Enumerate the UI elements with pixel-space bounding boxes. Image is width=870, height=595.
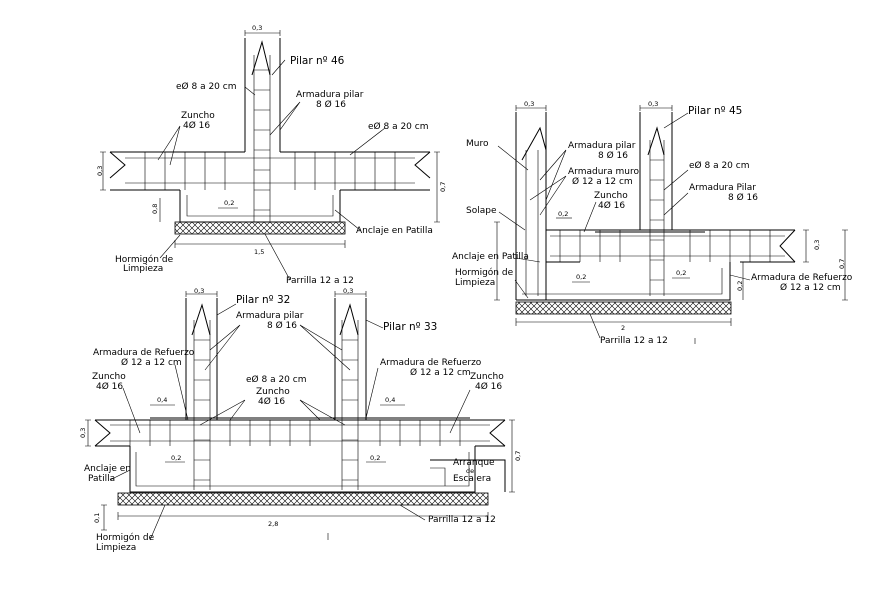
d2-width: 2 — [621, 324, 625, 332]
d2-dim-small: 0,2 — [558, 210, 568, 218]
d1-width: 1,5 — [254, 248, 264, 256]
d2-dim-mid: 0,2 — [576, 273, 586, 281]
d3-stirrup: eØ 8 a 20 cm — [246, 374, 306, 385]
d2-zuncho-title: Zuncho — [594, 191, 628, 201]
d3-anchor-title: Anclaje en — [84, 464, 131, 474]
d1-dim-lower: 0,2 — [224, 199, 234, 207]
d2-solape: Solape — [466, 206, 497, 216]
d3-dim-a: 0,4 — [157, 396, 167, 404]
d1-stirrup-pillar: eØ 8 a 20 cm — [176, 81, 236, 92]
d3-pillar-rebar-title: Armadura pilar — [236, 311, 304, 321]
d1-pillar-label: Pilar nº 46 — [290, 55, 345, 67]
d2-wall-rebar-title: Armadura muro — [568, 167, 639, 177]
detail-3-labels: 0,3 0,3 Pilar nº 32 Armadura pilar 8 Ø 1… — [79, 287, 522, 553]
d3-stair-title: Arranque — [453, 458, 495, 468]
d3-zuncho-left-title: Zuncho — [92, 372, 126, 382]
d3-reinf-right-title: Armadura de Refuerzo — [380, 358, 482, 368]
d3-width: 2,8 — [268, 520, 278, 528]
d3-dim-b: 0,4 — [385, 396, 395, 404]
d3-dim-top-b: 0,3 — [343, 287, 353, 295]
detail-1-pillar-46 — [100, 30, 440, 281]
d1-zuncho-rebar: 4Ø 16 — [183, 120, 210, 131]
d1-dim-footing: 0,8 — [151, 204, 159, 214]
detail-2-pillar-45 — [494, 105, 848, 344]
d2-pillar-rebar2-title: Armadura Pilar — [689, 183, 756, 193]
d3-pillar-rebar: 8 Ø 16 — [267, 320, 297, 331]
d2-dim-top-a: 0,3 — [524, 100, 534, 108]
d1-stirrup-beam: eØ 8 a 20 cm — [368, 121, 428, 132]
detail-3-pillars-32-33 — [85, 291, 515, 541]
d3-stair-mid: de — [466, 467, 474, 475]
d2-reinf-title: Armadura de Refuerzo — [751, 273, 853, 283]
d3-zuncho-right: 4Ø 16 — [475, 381, 502, 392]
d3-dim-right: 0,7 — [514, 451, 522, 461]
d3-reinf-right: Ø 12 a 12 cm — [410, 367, 471, 378]
d3-zuncho-mid: 4Ø 16 — [258, 396, 285, 407]
d2-pillar-rebar-title: Armadura pilar — [568, 141, 636, 151]
d2-dim-mid2: 0,2 — [676, 269, 686, 277]
d3-zuncho-left: 4Ø 16 — [96, 381, 123, 392]
d2-dim-top-b: 0,3 — [648, 100, 658, 108]
d3-dim-bottom-left: 0,1 — [93, 513, 101, 523]
detail-1-labels: 0,3 Pilar nº 46 eØ 8 a 20 cm Armadura pi… — [96, 24, 447, 286]
d1-zuncho-title: Zuncho — [181, 111, 215, 121]
d1-concrete-sub: Limpieza — [123, 264, 163, 274]
d3-reinf-left-title: Armadura de Refuerzo — [93, 348, 195, 358]
d2-dim-right-a: 0,3 — [813, 240, 821, 250]
d2-pillar-label: Pilar nº 45 — [688, 105, 742, 117]
d3-anchor-sub: Patilla — [88, 474, 115, 484]
d2-dim-right-b: 0,7 — [838, 259, 846, 269]
d3-reinf-left: Ø 12 a 12 cm — [121, 357, 182, 368]
d3-stair-sub: Escalera — [453, 474, 491, 484]
d3-pillar-a: Pilar nº 32 — [236, 294, 290, 306]
d3-zuncho-mid-title: Zuncho — [256, 387, 290, 397]
d3-grid: Parrilla 12 a 12 — [428, 515, 496, 525]
d2-muro: Muro — [466, 139, 489, 149]
d3-concrete-title: Hormigón de — [96, 532, 155, 543]
d1-grid: Parrilla 12 a 12 — [286, 276, 354, 286]
d3-dim-top-a: 0,3 — [194, 287, 204, 295]
d1-dim-left: 0,3 — [96, 166, 104, 176]
d3-pillar-b: Pilar nº 33 — [383, 321, 437, 333]
d3-zuncho-right-title: Zuncho — [470, 372, 504, 382]
d1-dim-top: 0,3 — [252, 24, 262, 32]
d3-dim-c: 0,2 — [171, 454, 181, 462]
d2-anchor: Anclaje en Patilla — [452, 252, 529, 262]
d2-pillar-rebar2: 8 Ø 16 — [728, 192, 758, 203]
d1-concrete-title: Hormigón de — [115, 254, 174, 265]
d2-zuncho-rebar: 4Ø 16 — [598, 200, 625, 211]
d3-dim-d: 0,2 — [370, 454, 380, 462]
d1-pillar-rebar: 8 Ø 16 — [316, 99, 346, 110]
d3-dim-left: 0,3 — [79, 428, 87, 438]
detail-2-labels: 0,3 0,3 Pilar nº 45 Muro Armadura pilar … — [452, 100, 853, 346]
d2-concrete-title: Hormigón de — [455, 267, 514, 278]
d1-pillar-rebar-title: Armadura pilar — [296, 90, 364, 100]
d1-anchor: Anclaje en Patilla — [356, 226, 433, 236]
d2-dim-right-c: 0,2 — [736, 281, 744, 291]
d2-stirrup: eØ 8 a 20 cm — [689, 160, 749, 171]
d1-dim-right: 0,7 — [439, 182, 447, 192]
d2-grid: Parrilla 12 a 12 — [600, 336, 668, 346]
d2-pillar-rebar: 8 Ø 16 — [598, 150, 628, 161]
d2-wall-rebar: Ø 12 a 12 cm — [572, 176, 633, 187]
d2-reinf: Ø 12 a 12 cm — [780, 282, 841, 293]
d2-concrete-sub: Limpieza — [455, 278, 495, 288]
d3-concrete-sub: Limpieza — [96, 543, 136, 553]
